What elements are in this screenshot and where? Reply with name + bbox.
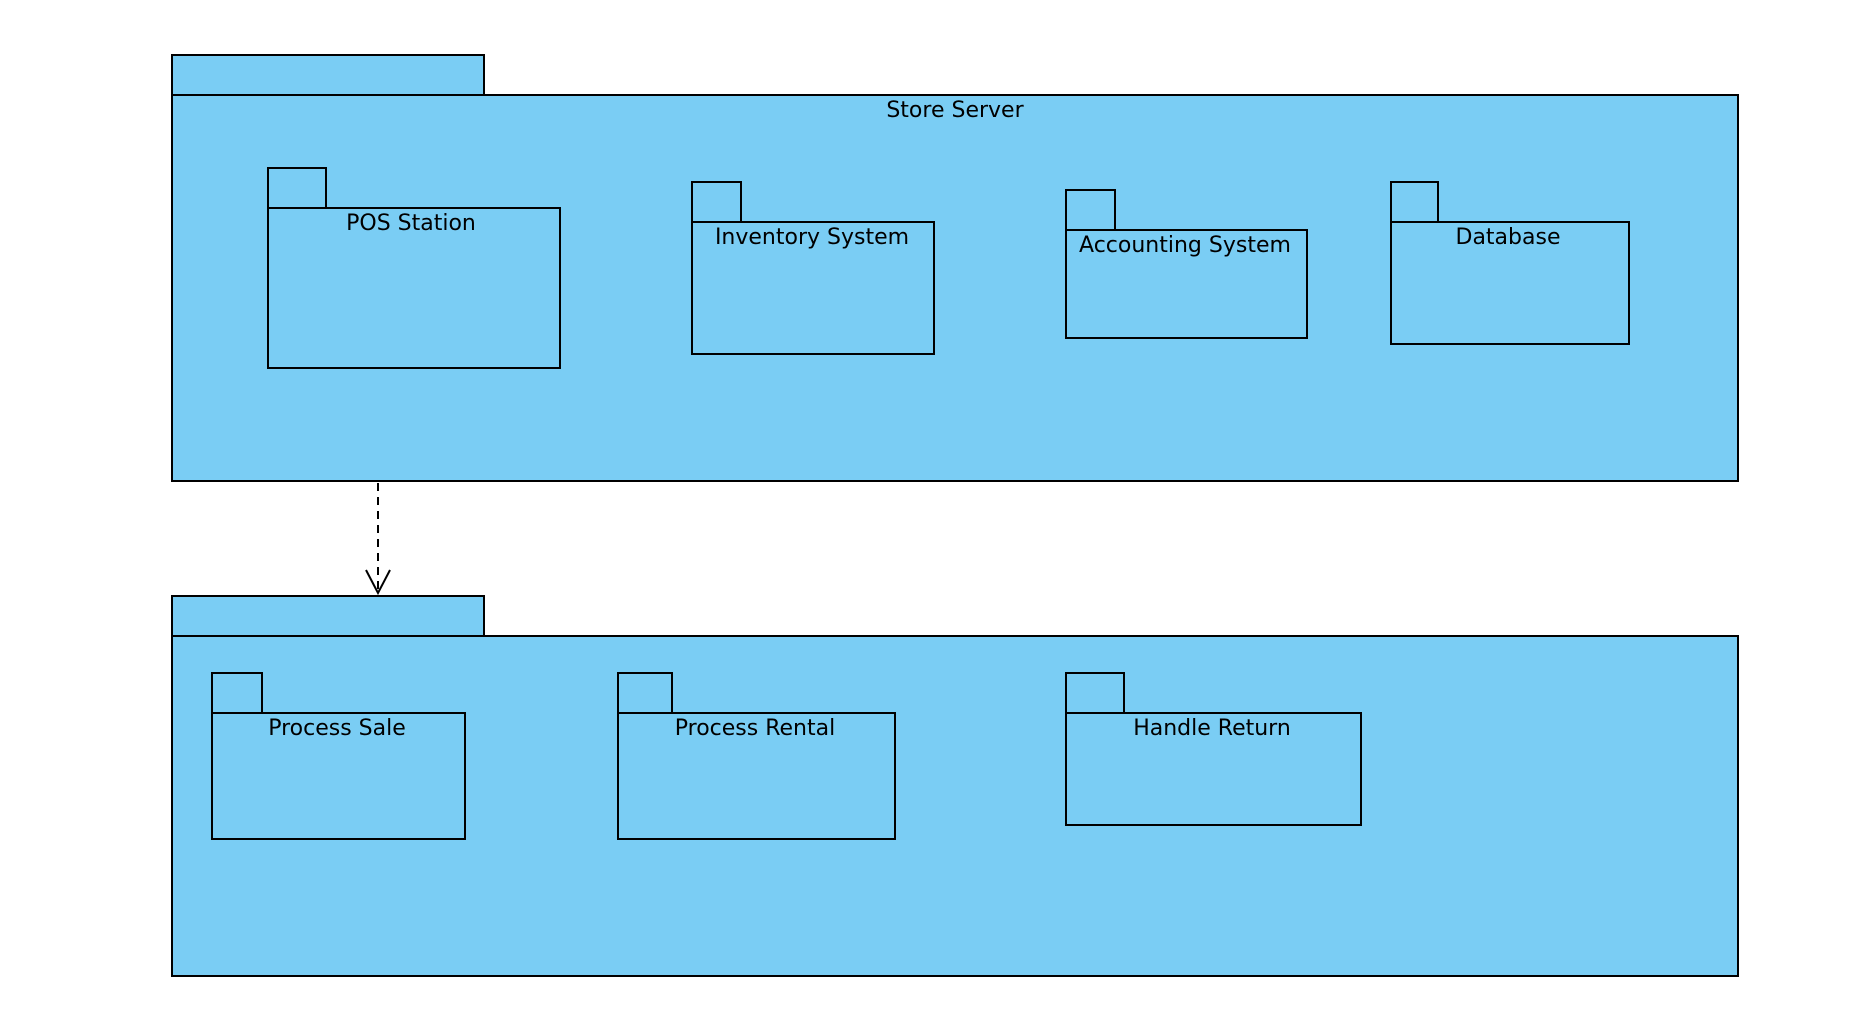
package-handle-return[interactable]: Handle Return [1065,672,1362,826]
package-tab [267,167,327,209]
package-label: Database [1456,225,1561,250]
package-tab [171,595,485,637]
package-body [617,712,896,840]
package-process-rental[interactable]: Process Rental [617,672,896,840]
package-body [691,221,935,355]
package-tab [1065,672,1125,714]
package-tab [617,672,673,714]
package-label: Process Rental [675,716,835,741]
package-tab [171,54,485,96]
package-label: Store Server [886,98,1024,123]
package-body [267,207,561,369]
arrow-head-icon [365,569,391,596]
package-database[interactable]: Database [1390,181,1630,345]
package-body [1065,712,1362,826]
package-label: Handle Return [1133,716,1291,741]
package-process-sale[interactable]: Process Sale [211,672,466,840]
package-label: Accounting System [1079,233,1291,258]
package-tab [1065,189,1116,231]
package-tab [211,672,263,714]
package-accounting-system[interactable]: Accounting System [1065,189,1308,339]
dependency-arrow [365,483,391,596]
package-body [1065,229,1308,339]
package-label: POS Station [346,211,476,236]
package-body [1390,221,1630,345]
package-pos-station[interactable]: POS Station [267,167,561,369]
package-body [211,712,466,840]
package-tab [691,181,742,223]
package-inventory-system[interactable]: Inventory System [691,181,935,355]
package-label: Process Sale [268,716,406,741]
package-label: Inventory System [715,225,909,250]
package-tab [1390,181,1439,223]
